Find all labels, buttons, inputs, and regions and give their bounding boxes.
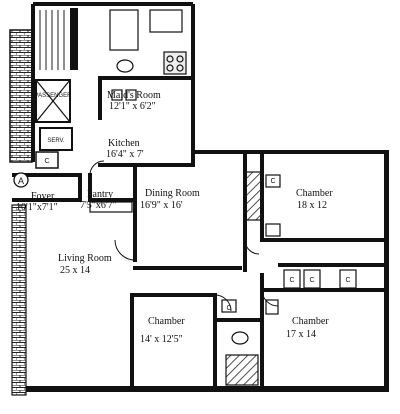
service-elevator-label: SERV. [47,138,65,144]
room-size: 18 x 12 [297,200,327,211]
room-size: 16'9" x 16' [140,200,183,211]
room-chamber-mid: Chamber 14' x 12'5" [140,316,185,345]
room-kitchen: Kitchen 16'4" x 7' [106,138,144,160]
elevator-letter: A [18,176,24,186]
door-swings [89,160,279,312]
elevator-marker: A [13,172,29,188]
room-chamber-se: Chamber 17 x 14 [286,316,329,340]
room-foyer: Foyer 10'1"x7'1" [16,191,58,213]
fixtures [35,9,357,386]
room-name: Chamber [296,188,333,199]
room-size: 10'1"x7'1" [16,202,58,213]
room-size: 7'5"x6'7" [80,200,117,211]
room-chamber-ne: Chamber 18 x 12 [296,188,333,211]
room-name: Chamber [148,316,185,327]
room-size: 25 x 14 [60,265,90,276]
room-size: 14' x 12'5" [140,334,183,345]
closet-label-4: C [345,277,350,284]
room-name: Kitchen [108,138,140,149]
room-name: Pantry [87,189,113,200]
room-name: Dining Room [145,188,200,199]
room-maids-room: Maid's Room 12'1" x 6'2" [107,90,161,112]
room-name: Maid's Room [107,90,161,101]
closet-label-1: C [44,158,49,165]
room-living-room: Living Room 25 x 14 [58,253,112,276]
room-size: 12'1" x 6'2" [109,101,156,112]
exterior-walls [9,2,389,396]
closet-label-3: C [309,277,314,284]
room-size: 16'4" x 7' [106,149,144,160]
room-pantry: Pantry 7'5"x6'7" [80,189,117,211]
closet-label-6: C [270,178,275,185]
closet-label-2: C [289,277,294,284]
room-name: Living Room [58,253,112,264]
room-size: 17 x 14 [286,329,316,340]
closet-label-5: C [226,305,231,312]
room-name: Foyer [31,191,55,202]
room-name: Chamber [292,316,329,327]
room-dining-room: Dining Room 16'9" x 16' [140,188,200,211]
passenger-elevator-label: PASSENGER [35,93,73,99]
